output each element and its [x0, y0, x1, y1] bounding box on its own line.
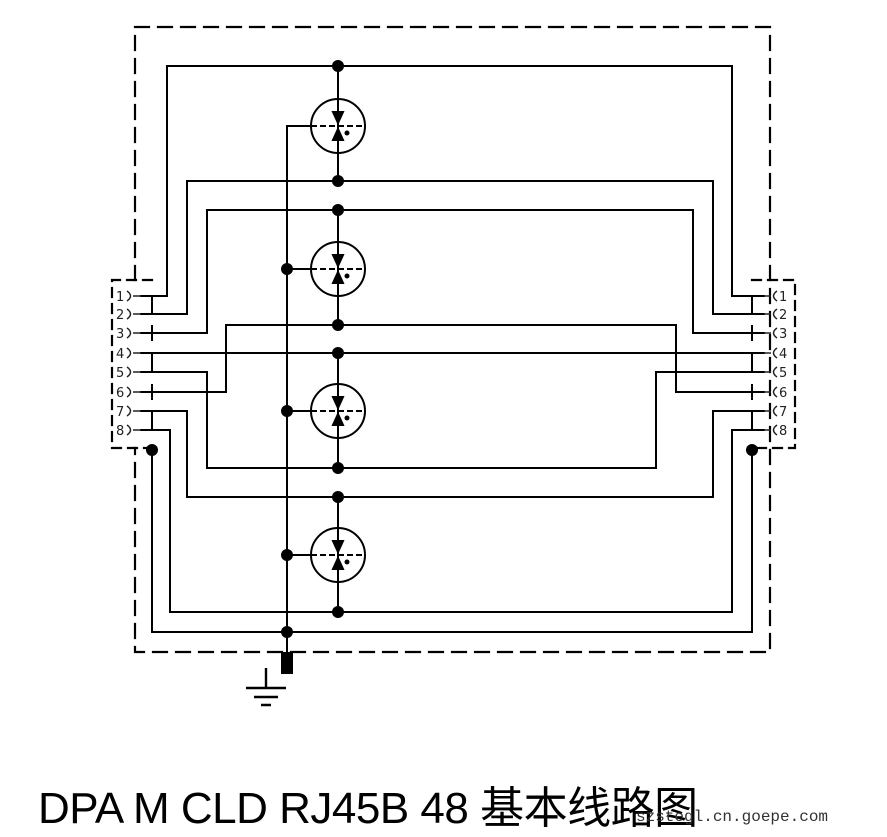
junction-node: [746, 444, 758, 456]
right-pin-socket-icon: [772, 347, 778, 359]
right-pin-label: 3: [779, 327, 787, 342]
right-pin-socket-icon: [772, 308, 778, 320]
left-connector-box: [110, 278, 154, 450]
junction-node: [146, 444, 158, 456]
left-pin-label: 8: [116, 424, 124, 439]
junction-node: [332, 606, 344, 618]
ground-terminal: [281, 652, 293, 674]
left-pin-socket-icon: [126, 386, 132, 398]
wire-pin6: [140, 324, 765, 393]
left-pin-label: 5: [116, 366, 124, 381]
gas-discharge-tube-icon: [310, 527, 366, 583]
junction-node: [332, 175, 344, 187]
wire-pin5: [140, 371, 765, 469]
junction-node: [332, 204, 344, 216]
right-pin-socket-icon: [772, 327, 778, 339]
left-pin-socket-icon: [126, 347, 132, 359]
left-pin-label: 3: [116, 327, 124, 342]
left-pin-label: 4: [116, 347, 124, 362]
wire-pin7: [140, 410, 765, 498]
junction-node: [281, 626, 293, 638]
junction-node: [281, 549, 293, 561]
right-pin-label: 7: [779, 405, 787, 420]
watermark: szstegl.cn.goepe.com: [636, 808, 829, 826]
right-pin-socket-icon: [772, 405, 778, 417]
junction-node: [281, 405, 293, 417]
left-pin-socket-icon: [126, 308, 132, 320]
wire-pin1: [140, 65, 765, 297]
diagram-title: DPA M CLD RJ45B 48 基本线路图: [38, 784, 698, 833]
wire-shield: [151, 450, 753, 633]
junction-node: [332, 319, 344, 331]
junction-node: [332, 60, 344, 72]
right-pin-label: 1: [779, 290, 787, 305]
right-pin-label: 6: [779, 386, 787, 401]
left-pin-label: 2: [116, 308, 124, 323]
junction-node: [332, 347, 344, 359]
wire-pin2: [140, 180, 765, 315]
junction-node: [281, 263, 293, 275]
junction-node: [332, 462, 344, 474]
enclosure-outline: [133, 25, 772, 654]
left-pin-socket-icon: [126, 327, 132, 339]
wire-pin3: [140, 209, 765, 334]
left-pin-label: 6: [116, 386, 124, 401]
ground-bus: [286, 125, 310, 672]
left-pin-label: 1: [116, 290, 124, 305]
right-pin-socket-icon: [772, 290, 778, 302]
right-pin-label: 4: [779, 347, 787, 362]
gas-discharge-tube-icon: [310, 383, 366, 439]
left-pin-socket-icon: [126, 290, 132, 302]
earth-ground-icon: [246, 668, 286, 707]
right-pin-socket-icon: [772, 366, 778, 378]
junction-node: [332, 491, 344, 503]
gas-discharge-tube-icon: [310, 98, 366, 154]
circuit-diagram: 1 2 3 4 5 6 7 8 1 2 3 4 5 6 7 8: [110, 25, 797, 707]
gas-discharge-tube-icon: [310, 241, 366, 297]
left-pin-socket-icon: [126, 366, 132, 378]
right-pin-label: 2: [779, 308, 787, 323]
left-pin-socket-icon: [126, 424, 132, 436]
right-pin-label: 5: [779, 366, 787, 381]
right-connector-box: [750, 278, 797, 450]
wire-pin8: [140, 429, 765, 613]
right-pin-socket-icon: [772, 424, 778, 436]
right-pin-label: 8: [779, 424, 787, 439]
left-pin-label: 7: [116, 405, 124, 420]
left-pin-socket-icon: [126, 405, 132, 417]
right-pin-socket-icon: [772, 386, 778, 398]
